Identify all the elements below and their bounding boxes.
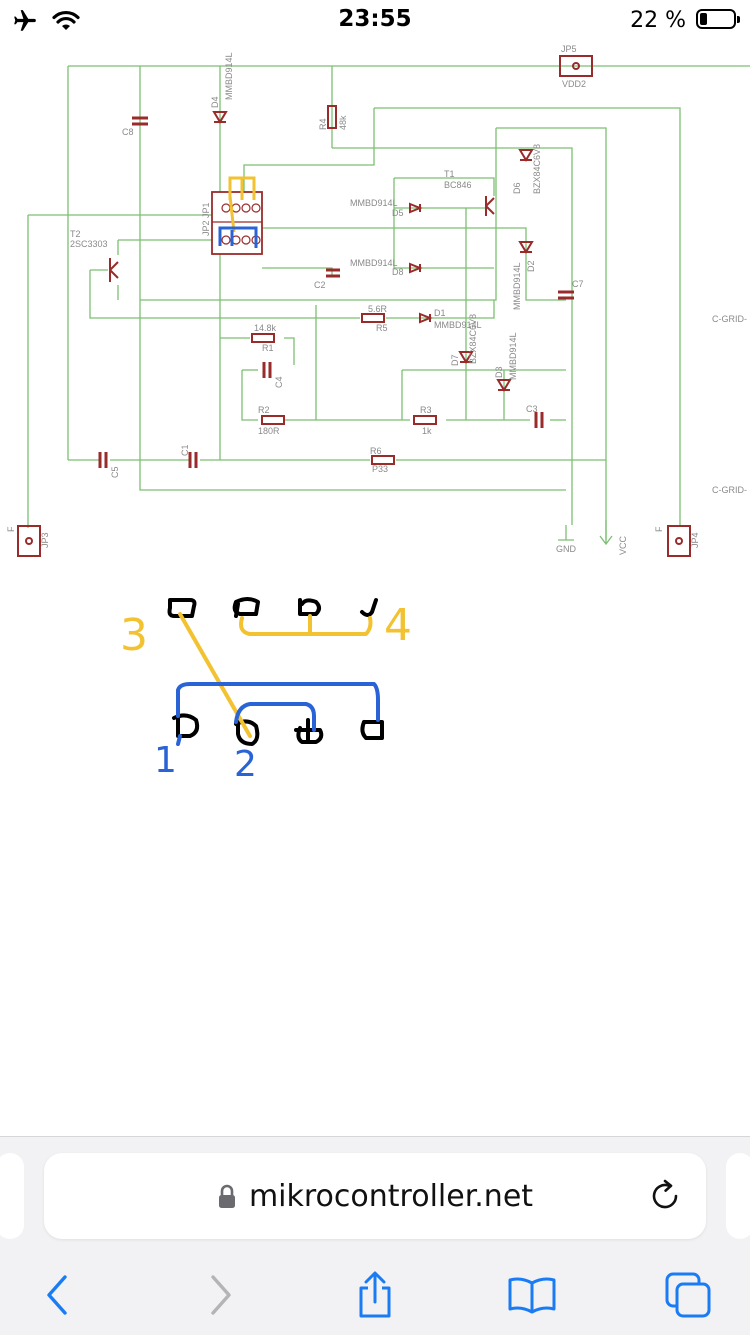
schematic-wires bbox=[27, 65, 750, 540]
hand-sketch bbox=[167, 597, 384, 746]
url-text[interactable]: mikrocontroller.net bbox=[248, 1179, 534, 1214]
lock-icon bbox=[218, 1184, 235, 1208]
bookmarks-button[interactable] bbox=[502, 1265, 562, 1325]
battery-icon bbox=[696, 9, 740, 29]
label-d1-part: MMBD914L bbox=[434, 320, 482, 330]
sketch-label-4: 4 bbox=[384, 600, 412, 651]
label-r4-val: 48k bbox=[338, 115, 348, 130]
label-d1: D1 bbox=[434, 308, 446, 318]
label-d4: D4 bbox=[210, 96, 220, 108]
schematic-components bbox=[17, 55, 691, 557]
label-r3-val: 1k bbox=[422, 426, 432, 436]
label-jp2: JP2 bbox=[201, 220, 211, 236]
status-time: 23:55 bbox=[338, 6, 412, 32]
label-c2: C2 bbox=[314, 280, 326, 290]
label-r1: R1 bbox=[262, 343, 274, 353]
label-r2: R2 bbox=[258, 405, 270, 415]
address-bar[interactable]: mikrocontroller.net bbox=[44, 1153, 706, 1239]
reload-icon[interactable] bbox=[646, 1177, 684, 1215]
tabs-button[interactable] bbox=[658, 1265, 718, 1325]
sketch-labels: 3 4 1 2 bbox=[120, 600, 412, 785]
label-mmbd-d5: MMBD914L bbox=[350, 198, 398, 208]
label-r1-val: 14.8k bbox=[254, 323, 277, 333]
label-c1: C1 bbox=[180, 444, 190, 456]
label-d2-part: MMBD914L bbox=[512, 262, 522, 310]
label-r3: R3 bbox=[420, 405, 432, 415]
label-gnd: GND bbox=[556, 544, 577, 554]
label-t1: T1 bbox=[444, 169, 455, 179]
status-bar: 23:55 22 % bbox=[0, 0, 750, 44]
label-d3: D3 bbox=[494, 366, 504, 378]
status-left-icons bbox=[12, 8, 80, 34]
schematic-diagram: JP5 VDD2 D4 MMBD914L C8 R4 48k JP2 JP1 T… bbox=[6, 44, 750, 785]
label-r4: R4 bbox=[318, 118, 328, 130]
label-c4: C4 bbox=[274, 376, 284, 388]
share-icon bbox=[359, 1271, 391, 1318]
label-vcc: VCC bbox=[618, 535, 628, 555]
supply-symbols bbox=[558, 520, 613, 546]
label-c5: C5 bbox=[110, 466, 120, 478]
label-jp1: JP1 bbox=[201, 202, 211, 218]
label-jp3-f: F bbox=[6, 526, 16, 532]
address-content: mikrocontroller.net bbox=[44, 1179, 706, 1214]
label-c8: C8 bbox=[122, 127, 134, 137]
forward-icon bbox=[211, 1275, 231, 1315]
label-d4-part: MMBD914L bbox=[224, 52, 234, 100]
label-c-grid-1: C-GRID- bbox=[712, 314, 747, 324]
label-r6-val: P33 bbox=[372, 464, 388, 474]
airplane-icon bbox=[14, 10, 36, 31]
label-r5: R5 bbox=[376, 323, 388, 333]
label-d8: D8 bbox=[392, 267, 404, 277]
tabs-icon bbox=[665, 1272, 711, 1318]
share-button[interactable] bbox=[345, 1265, 405, 1325]
label-d6-part: BZX84C6V8 bbox=[532, 144, 542, 194]
next-tab-peek[interactable] bbox=[726, 1153, 750, 1239]
label-r6: R6 bbox=[370, 446, 382, 456]
label-jp4: JP4 bbox=[690, 532, 700, 548]
bookmarks-icon bbox=[508, 1277, 556, 1314]
label-jp3: JP3 bbox=[40, 532, 50, 548]
label-r5-val: 5.6R bbox=[368, 304, 388, 314]
label-d2: D2 bbox=[526, 260, 536, 272]
label-d3-part: MMBD914L bbox=[508, 332, 518, 380]
forward-button[interactable] bbox=[190, 1265, 250, 1325]
browser-bottom-bar: mikrocontroller.net bbox=[0, 1136, 750, 1335]
label-d7: D7 bbox=[450, 354, 460, 366]
label-r2-val: 180R bbox=[258, 426, 280, 436]
sketch-label-1: 1 bbox=[154, 740, 177, 781]
wifi-icon bbox=[52, 10, 80, 30]
label-t1-part: BC846 bbox=[444, 180, 472, 190]
sketch-label-3: 3 bbox=[120, 610, 148, 661]
label-t2-part: 2SC3303 bbox=[70, 239, 108, 249]
label-jp4-f: F bbox=[654, 526, 664, 532]
label-c3: C3 bbox=[526, 404, 538, 414]
label-mmbd-d8: MMBD914L bbox=[350, 258, 398, 268]
jp1-header bbox=[211, 176, 263, 255]
sketch-label-2: 2 bbox=[234, 744, 257, 785]
label-vdd2: VDD2 bbox=[562, 79, 586, 89]
label-c7: C7 bbox=[572, 279, 584, 289]
label-d6: D6 bbox=[512, 182, 522, 194]
label-d7-part: BZX84C6V8 bbox=[468, 314, 478, 364]
back-button[interactable] bbox=[28, 1265, 88, 1325]
label-d5: D5 bbox=[392, 208, 404, 218]
back-icon bbox=[47, 1275, 67, 1315]
label-t2: T2 bbox=[70, 229, 81, 239]
label-c-grid-2: C-GRID- bbox=[712, 485, 747, 495]
label-jp5: JP5 bbox=[561, 44, 577, 54]
battery-percent: 22 % bbox=[630, 8, 686, 33]
previous-tab-peek[interactable] bbox=[0, 1153, 24, 1239]
browser-toolbar bbox=[0, 1265, 750, 1325]
page-content: JP5 VDD2 D4 MMBD914L C8 R4 48k JP2 JP1 T… bbox=[0, 44, 750, 1136]
